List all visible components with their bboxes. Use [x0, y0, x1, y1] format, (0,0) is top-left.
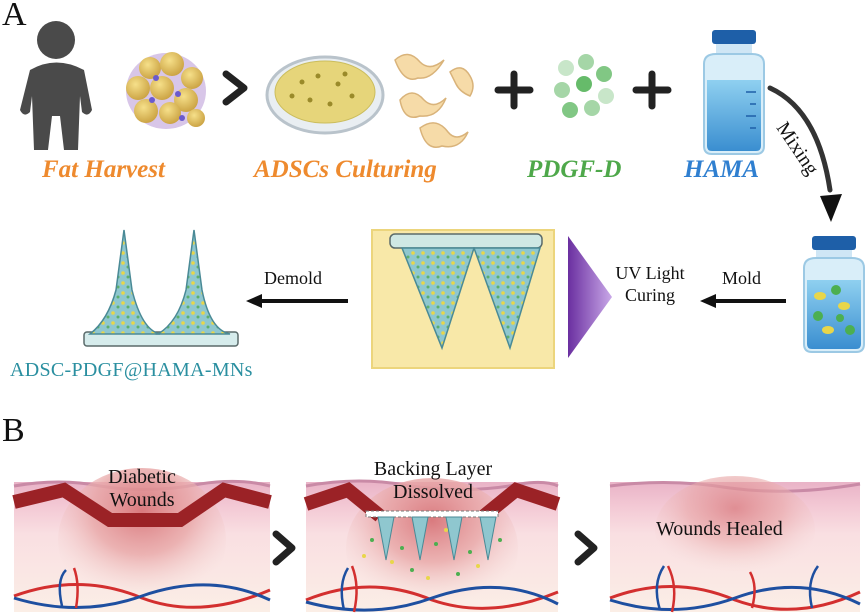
- product-label: ADSC-PDGF@HAMA-MNs: [10, 359, 253, 381]
- mixed-bottle-icon: [803, 236, 865, 353]
- plus-icon: [632, 70, 672, 110]
- wounds-healed-label: Wounds Healed: [656, 518, 783, 540]
- mold-label: Mold: [722, 268, 762, 288]
- mold-arrow-icon: [700, 294, 786, 308]
- chevron-right-icon: [222, 70, 248, 106]
- diabetic-wounds-label: Diabetic Wounds: [108, 466, 176, 511]
- skin-section-healed: [609, 476, 861, 613]
- microneedle-patch-icon: [83, 229, 239, 347]
- mixing-arrow-icon: [767, 85, 842, 222]
- chevron-right-icon: [272, 530, 296, 566]
- demold-label: Demold: [264, 268, 322, 288]
- panel-label-a: A: [2, 0, 27, 33]
- adsc-cells-icon: [394, 53, 474, 148]
- hama-label: HAMA: [684, 156, 760, 183]
- adscs-culturing-label: ADSCs Culturing: [254, 156, 437, 183]
- person-icon: [20, 21, 92, 150]
- fat-tissue-icon: [126, 52, 206, 129]
- petri-dish-icon: [265, 55, 385, 135]
- panel-label-b: B: [2, 412, 25, 449]
- backing-layer-label: Backing Layer Dissolved: [373, 458, 493, 503]
- uv-light-icon: [568, 236, 612, 358]
- chevron-right-icon: [574, 530, 598, 566]
- pdgf-d-label: PDGF-D: [527, 156, 622, 183]
- skin-section-dissolving: [303, 478, 561, 614]
- uv-curing-label: UV Light Curing: [615, 263, 685, 305]
- hama-bottle-icon: [703, 30, 765, 155]
- mold-icon: [371, 229, 555, 369]
- pdgf-spheres-icon: [554, 54, 614, 118]
- demold-arrow-icon: [246, 294, 348, 308]
- plus-icon: [494, 70, 534, 110]
- fat-harvest-label: Fat Harvest: [42, 156, 165, 183]
- skin-section-diabetic: [12, 468, 272, 612]
